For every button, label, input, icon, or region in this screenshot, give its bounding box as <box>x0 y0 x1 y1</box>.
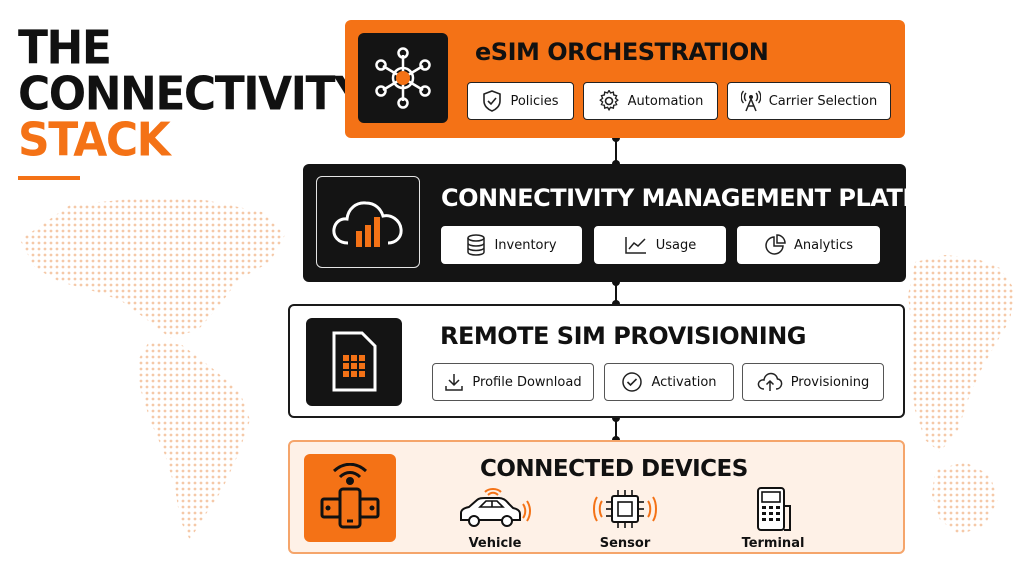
chip-inventory[interactable]: Inventory <box>441 226 582 264</box>
device-label: Vehicle <box>468 536 522 551</box>
antenna-icon <box>740 90 761 112</box>
iot-device-icon <box>304 454 396 542</box>
chip-label: Carrier Selection <box>768 93 878 109</box>
title-line-1: THE <box>18 21 112 76</box>
chip-carrier-selection[interactable]: Carrier Selection <box>727 82 891 120</box>
car-icon <box>460 488 531 527</box>
chip-label: Usage <box>655 237 697 253</box>
stack-title: THE CONNECTIVITY STACK <box>18 21 366 180</box>
device-vehicle[interactable]: Vehicle <box>440 486 550 551</box>
pos-terminal-icon <box>757 487 791 531</box>
database-icon <box>467 234 486 256</box>
device-label: Terminal <box>741 536 805 551</box>
title-underline <box>18 176 80 180</box>
chip-label: Provisioning <box>790 374 870 390</box>
chip-label: Activation <box>651 374 717 390</box>
connector-dot <box>612 134 620 142</box>
layer-esim-orchestration: eSIM ORCHESTRATION Policies Automation C… <box>345 20 905 138</box>
title-line-2: CONNECTIVITY <box>18 67 366 122</box>
sim-card-icon <box>306 318 402 406</box>
shield-check-icon <box>483 90 502 112</box>
chip-policies[interactable]: Policies <box>467 82 574 120</box>
download-icon <box>445 374 464 391</box>
chip-automation[interactable]: Automation <box>583 82 718 120</box>
layer-title-devices: CONNECTED DEVICES <box>480 456 748 482</box>
chip-activation[interactable]: Activation <box>604 363 734 401</box>
pie-chart-icon <box>765 234 786 255</box>
cloud-upload-icon <box>757 372 783 391</box>
chip-label: Profile Download <box>472 374 582 390</box>
device-sensor[interactable]: Sensor <box>570 486 680 551</box>
chip-sensor-icon <box>593 490 657 528</box>
network-hub-icon <box>358 33 448 123</box>
chip-label: Automation <box>627 93 704 109</box>
layer-connectivity-management: CONNECTIVITY MANAGEMENT PLATFORM Invento… <box>303 164 980 282</box>
connector-line <box>615 138 617 164</box>
device-terminal[interactable]: Terminal <box>718 486 828 551</box>
layer-title-cmp: CONNECTIVITY MANAGEMENT PLATFORM <box>441 184 980 212</box>
chip-profile-download[interactable]: Profile Download <box>432 363 594 401</box>
connector-line <box>615 418 617 440</box>
chip-analytics[interactable]: Analytics <box>737 226 880 264</box>
layer-remote-sim-provisioning: REMOTE SIM PROVISIONING Profile Download… <box>288 304 905 418</box>
connector-line <box>615 282 617 304</box>
chip-provisioning[interactable]: Provisioning <box>742 363 884 401</box>
gear-icon <box>598 90 619 112</box>
layer-title-esim: eSIM ORCHESTRATION <box>475 38 769 66</box>
check-circle-icon <box>622 372 643 392</box>
title-line-3: STACK <box>18 113 171 168</box>
connector-dot <box>612 414 620 422</box>
chip-label: Analytics <box>793 237 854 253</box>
device-label: Sensor <box>599 536 651 551</box>
chip-label: Inventory <box>494 237 557 253</box>
chip-label: Policies <box>510 93 559 109</box>
layer-connected-devices: CONNECTED DEVICES Vehicle Sensor <box>288 440 905 554</box>
layer-title-rsp: REMOTE SIM PROVISIONING <box>440 322 806 350</box>
connector-dot <box>612 278 620 286</box>
chip-usage[interactable]: Usage <box>594 226 726 264</box>
line-chart-icon <box>624 237 646 254</box>
cloud-chart-icon <box>316 176 420 268</box>
